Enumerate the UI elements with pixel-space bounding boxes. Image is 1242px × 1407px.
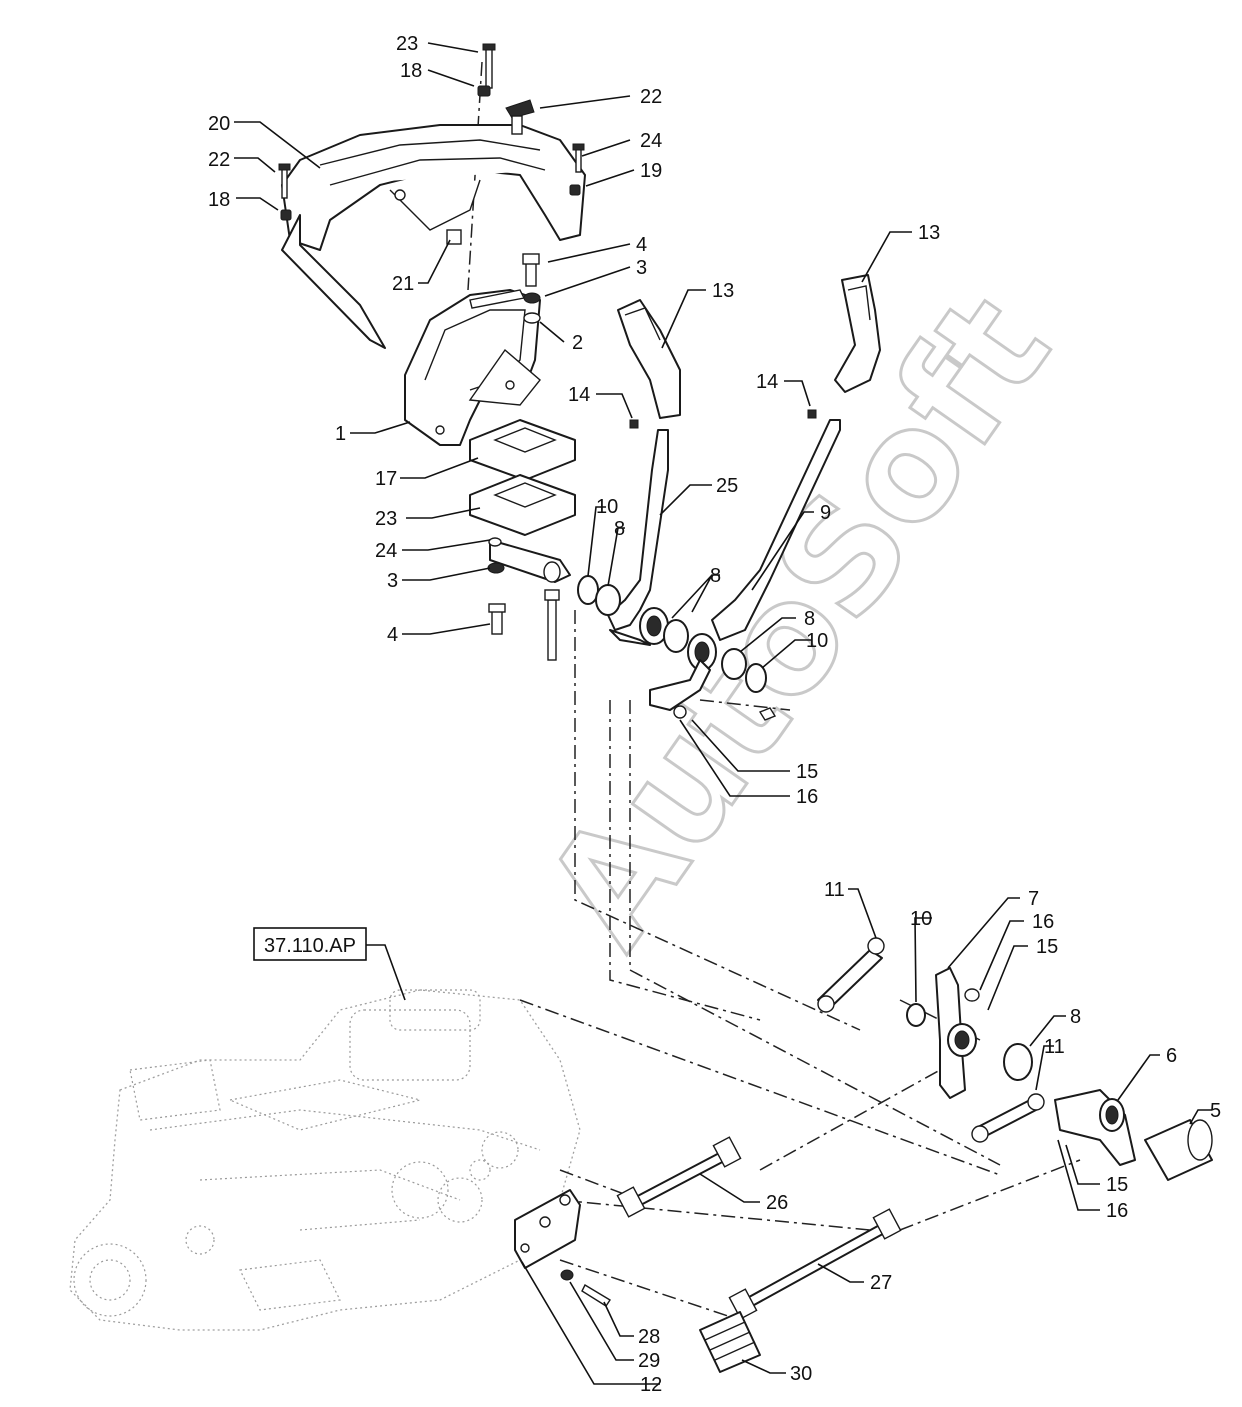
bolt-22-right: [572, 143, 585, 173]
nut-18-left: [280, 209, 292, 221]
shaft-24: [488, 537, 571, 583]
callout-10-right: 10: [806, 630, 828, 652]
bolt-22-top: [482, 43, 496, 89]
spring-30: [699, 1311, 761, 1373]
washer-29: [560, 1269, 574, 1281]
knob-13-left: [617, 299, 681, 419]
bearing-cluster: [577, 575, 777, 721]
nut-18-right: [569, 184, 581, 196]
reference-label-text: 37.110.AP: [264, 935, 356, 957]
callout-8-right: 8: [804, 608, 815, 630]
washer-2: [523, 312, 541, 324]
washer-16-lower: [964, 988, 980, 1002]
transmission-housing-ghost: [69, 989, 581, 1331]
plate-12: [514, 1189, 581, 1269]
callout-13-left: 13: [712, 280, 734, 302]
callout-2: 2: [572, 332, 583, 354]
rod-26: [616, 1136, 742, 1218]
callout-29: 29: [638, 1350, 660, 1372]
callout-21: 22: [640, 86, 662, 108]
nut-18-top: [477, 85, 491, 97]
bolt-dashed: [544, 589, 560, 661]
callout-25: 25: [716, 475, 738, 497]
lever-7: [935, 967, 977, 1099]
callout-20: 21: [392, 273, 414, 295]
callout-4-bottom: 4: [387, 624, 398, 646]
pin-11-upper: [817, 937, 885, 1013]
callout-30: 30: [790, 1363, 812, 1385]
callout-18-right: 19: [640, 160, 662, 182]
callout-19: 20: [208, 113, 230, 135]
leaders: [234, 42, 1212, 1385]
callout-3-bottom: 3: [387, 570, 398, 592]
bolt-22-left: [278, 163, 291, 199]
callout-8-mid: 8: [710, 565, 721, 587]
callout-16-lower-a: 16: [1032, 911, 1054, 933]
bracket-1: [404, 289, 541, 446]
callout-15-lower-b: 15: [1106, 1174, 1128, 1196]
callout-13-right: 13: [918, 222, 940, 244]
bolt-4-top: [522, 253, 540, 287]
callout-11-lower: 11: [1044, 1036, 1065, 1058]
shaft-5: [1144, 1119, 1213, 1181]
washer-8-lower: [1003, 1043, 1033, 1081]
callout-7: 7: [1028, 888, 1039, 910]
screw-14-right: [807, 409, 817, 419]
callout-3-top: 3: [636, 257, 647, 279]
gasket-23: [469, 474, 576, 536]
callout-1: 1: [335, 423, 346, 445]
callout-28: 28: [638, 1326, 660, 1348]
callout-8-upper: 8: [614, 518, 625, 540]
plate-17: [469, 419, 576, 481]
callout-22-top: 23: [396, 33, 418, 55]
lever-25: [607, 429, 669, 631]
callout-22-left: 22: [208, 149, 230, 171]
callout-4-top: 4: [636, 234, 647, 256]
lever-9: [711, 419, 841, 641]
rod-27: [728, 1208, 902, 1320]
callout-27: 27: [870, 1272, 892, 1294]
callout-17: 17: [375, 468, 397, 490]
callout-26: 26: [766, 1192, 788, 1214]
callout-23: 23: [375, 508, 397, 530]
screw-14-left: [629, 419, 639, 429]
washer-3-bottom: [487, 562, 505, 574]
callout-12: 12: [640, 1374, 662, 1396]
callout-11-upper: 11: [824, 879, 845, 901]
washer-3-top: [523, 292, 541, 304]
callout-16-lower-b: 16: [1106, 1200, 1128, 1222]
callout-15-lower-a: 15: [1036, 936, 1058, 958]
callout-24: 24: [375, 540, 397, 562]
callout-10-lower: 10: [910, 908, 932, 930]
reference-label: 37.110.AP: [253, 927, 406, 1001]
knob-13-right: [834, 274, 881, 393]
callout-9: 9: [820, 502, 831, 524]
callout-22-right: 24: [640, 130, 662, 152]
callout-14-right: 14: [756, 371, 778, 393]
bracket-6: [1054, 1089, 1136, 1166]
callout-10-top: 10: [596, 496, 618, 518]
callout-5: 5: [1210, 1100, 1221, 1122]
callout-15-upper: 15: [796, 761, 818, 783]
callout-18-left: 18: [208, 189, 230, 211]
cover-19: [281, 124, 586, 349]
callout-labels: 23 18 22 20 22 24 19 18 13 4 3 21 13 2 1…: [208, 33, 1221, 1396]
assembly-lines: [467, 61, 1081, 1321]
callout-18-top: 18: [400, 60, 422, 82]
callout-6: 6: [1166, 1045, 1177, 1067]
washer-10-lower: [906, 1003, 926, 1027]
callout-14-left: 14: [568, 384, 590, 406]
watermark: AutoSoft: [513, 266, 1083, 977]
bolt-4-bottom: [488, 603, 506, 635]
callout-8-lower: 8: [1070, 1006, 1081, 1028]
knob-21: [505, 99, 535, 135]
callout-16-upper: 16: [796, 786, 818, 808]
bolt-28: [581, 1284, 611, 1307]
pin-11-lower: [971, 1093, 1045, 1143]
